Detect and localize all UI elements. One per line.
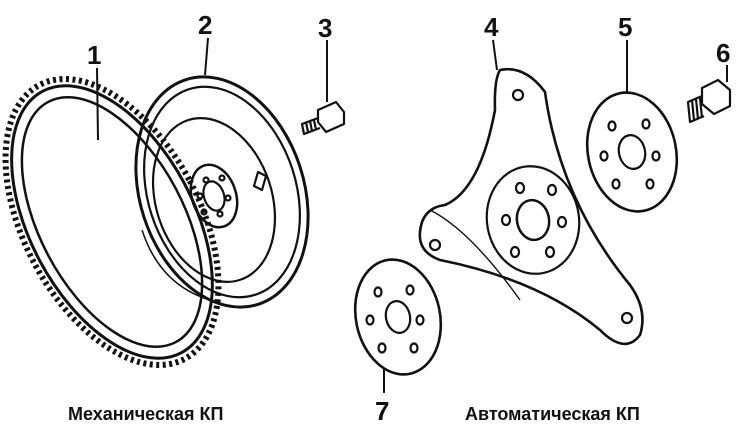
callout-3: 3 — [318, 13, 333, 43]
caption-automatic-transmission: Автоматическая КП — [465, 404, 640, 424]
callout-2: 2 — [198, 10, 213, 40]
leader-line-2 — [204, 37, 209, 76]
backing-plate-lower — [353, 258, 443, 376]
drive-plate-automatic — [418, 67, 644, 346]
callout-4: 4 — [484, 12, 499, 42]
leader-line-1 — [96, 67, 99, 141]
callout-5: 5 — [618, 12, 633, 42]
callout-7: 7 — [375, 396, 390, 426]
leader-lines — [96, 37, 728, 393]
caption-manual-transmission: Механическая КП — [68, 404, 224, 424]
callout-1: 1 — [87, 40, 102, 70]
flywheel-manual — [134, 75, 310, 309]
callout-6: 6 — [716, 38, 731, 68]
ring-gear — [2, 76, 222, 368]
drive-plate-bolt — [686, 78, 732, 124]
backing-plate-upper — [585, 91, 679, 213]
leader-line-4 — [492, 39, 498, 71]
flywheel-bolt — [300, 100, 346, 136]
